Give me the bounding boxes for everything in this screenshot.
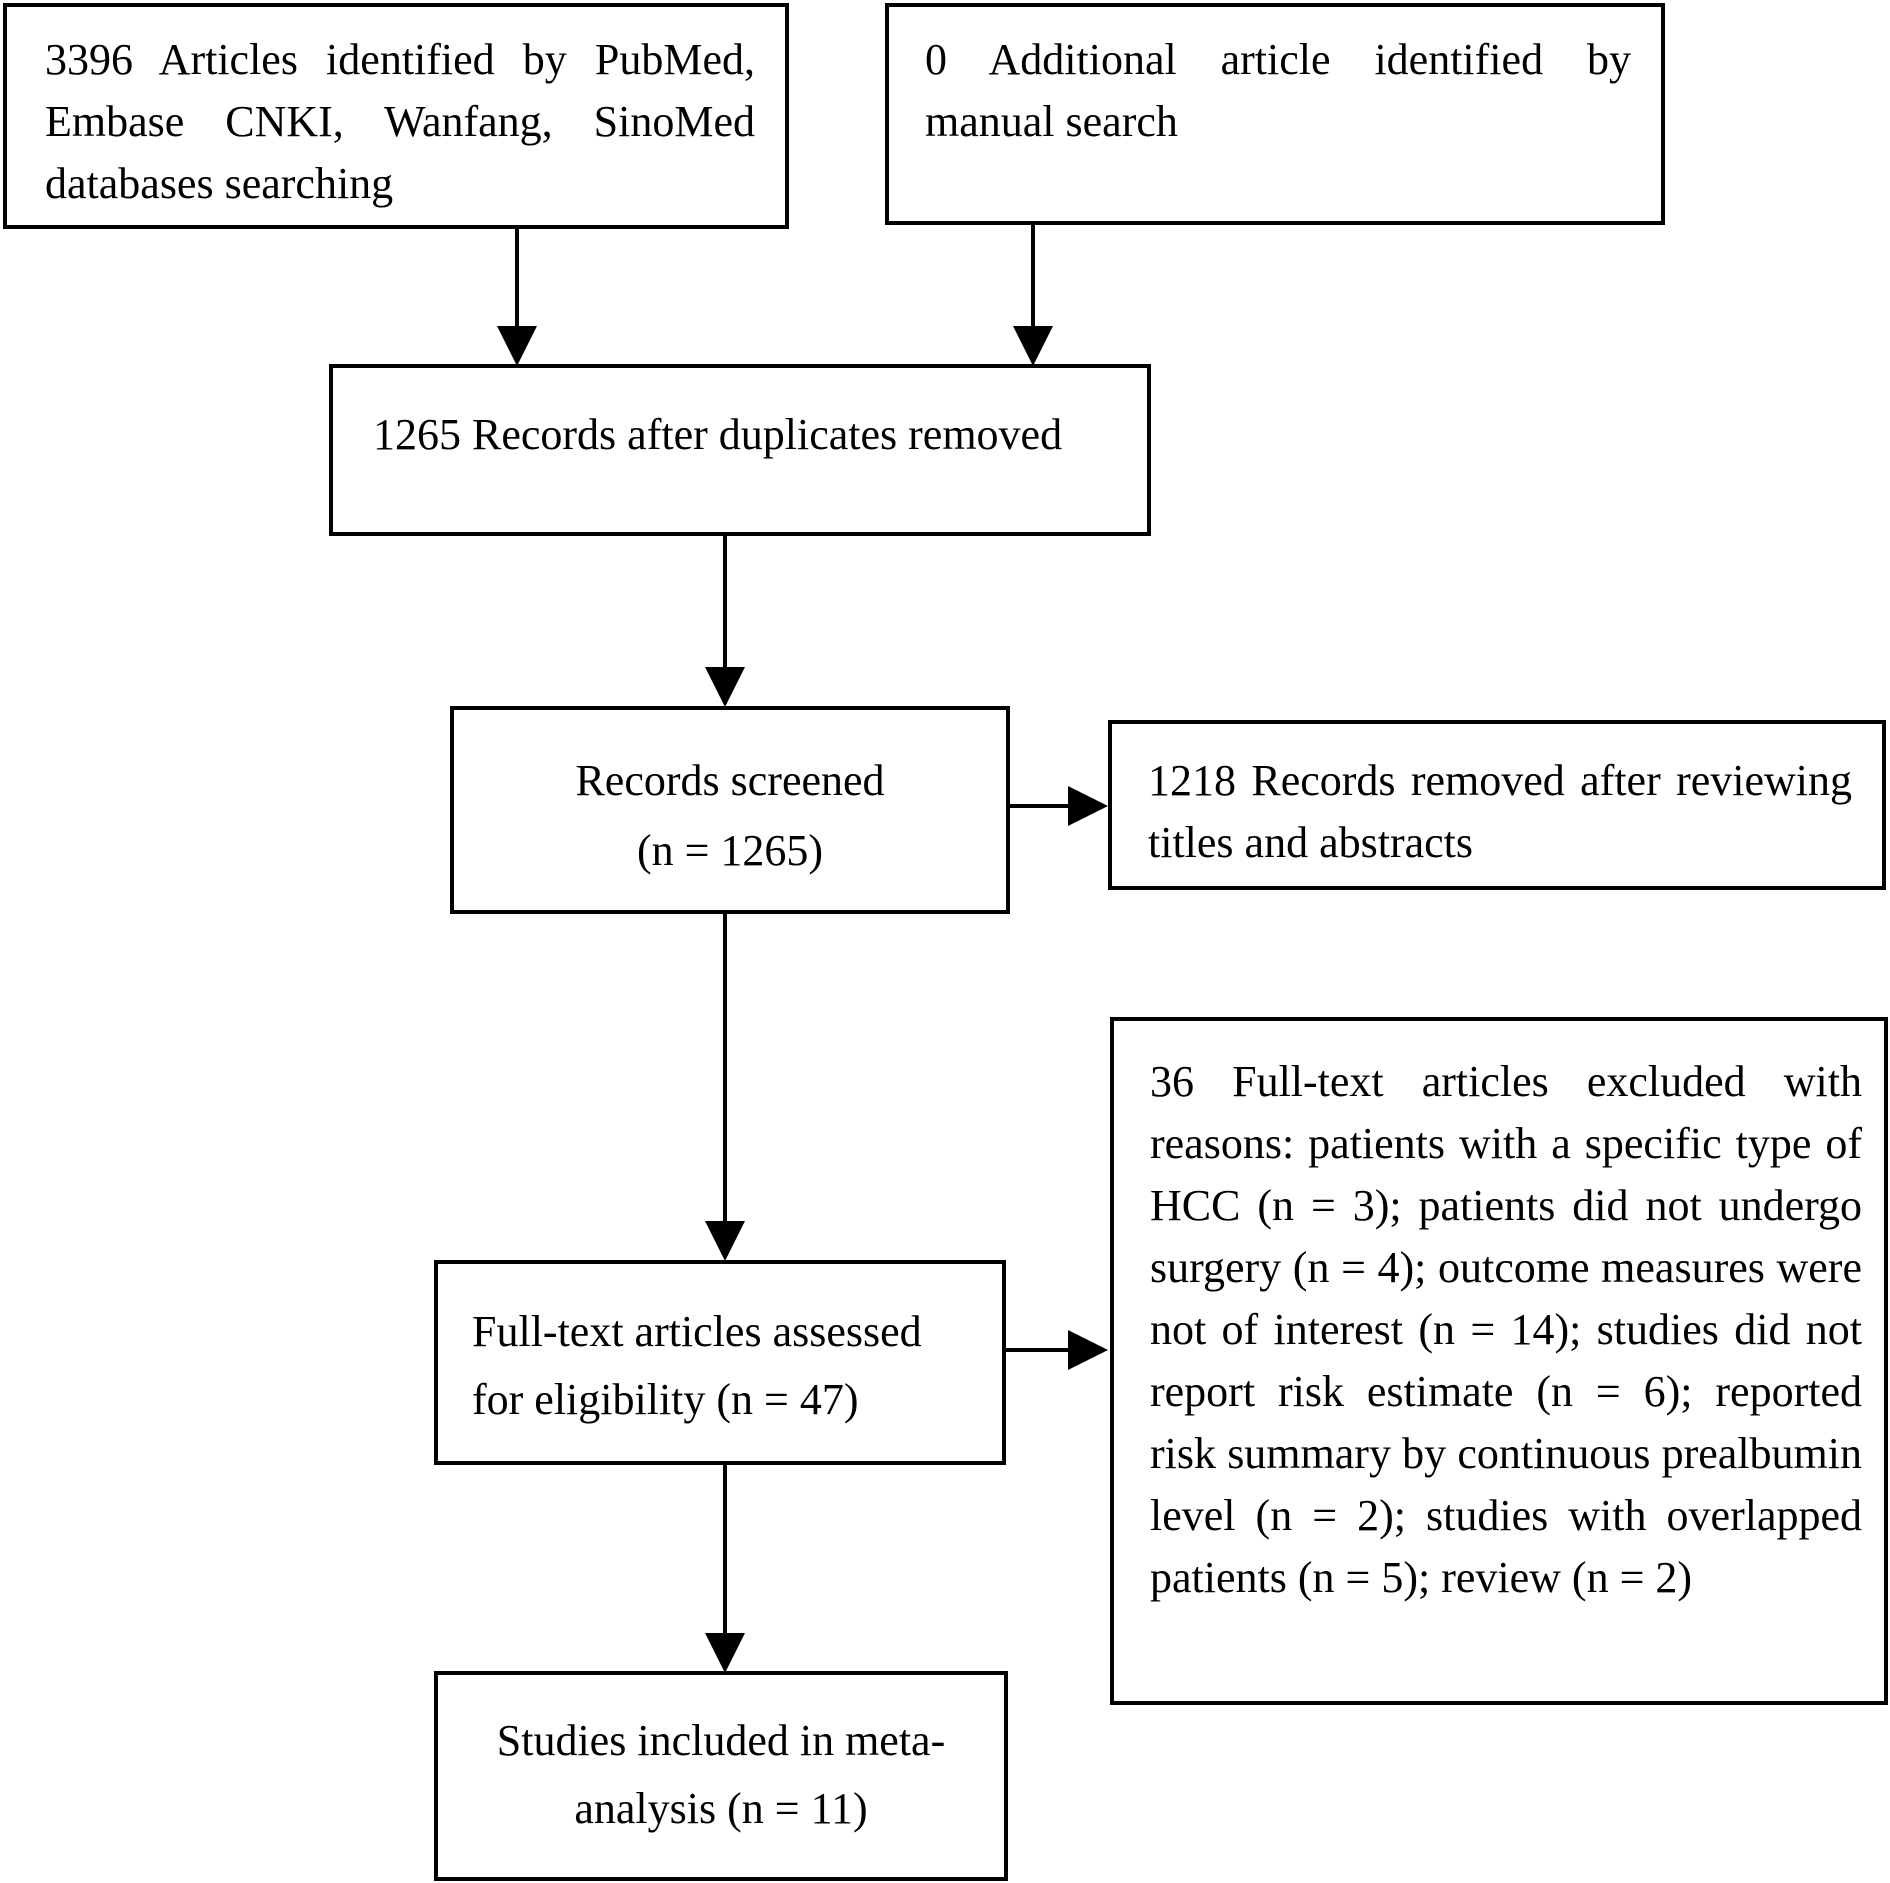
dedup-text: 1265 Records after duplicates removed: [373, 410, 1063, 459]
identified-text: 3396 Articles identified by PubMed, Emba…: [45, 35, 755, 208]
excluded-text: 36 Full-text articles excluded with reas…: [1150, 1057, 1862, 1602]
included-box: Studies included in meta- analysis (n = …: [434, 1671, 1008, 1881]
excluded-box: 36 Full-text articles excluded with reas…: [1110, 1017, 1888, 1705]
screened-title: Records screened: [575, 756, 885, 805]
fulltext-text: Full-text articles assessed for eligibil…: [472, 1307, 922, 1424]
removed-box: 1218 Records removed after reviewing tit…: [1108, 720, 1886, 890]
removed-text: 1218 Records removed after reviewing tit…: [1148, 756, 1852, 867]
dedup-box: 1265 Records after duplicates removed: [329, 364, 1151, 536]
manual-search-box: 0 Additional article identified by manua…: [885, 3, 1665, 225]
fulltext-box: Full-text articles assessed for eligibil…: [434, 1260, 1006, 1465]
screened-count: (n = 1265): [636, 826, 824, 875]
manual-search-text: 0 Additional article identified by manua…: [925, 35, 1631, 146]
identified-box: 3396 Articles identified by PubMed, Emba…: [3, 3, 789, 229]
included-title: Studies included in meta-: [496, 1716, 946, 1765]
included-count: analysis (n = 11): [574, 1784, 868, 1833]
screened-box: Records screened (n = 1265): [450, 706, 1010, 914]
